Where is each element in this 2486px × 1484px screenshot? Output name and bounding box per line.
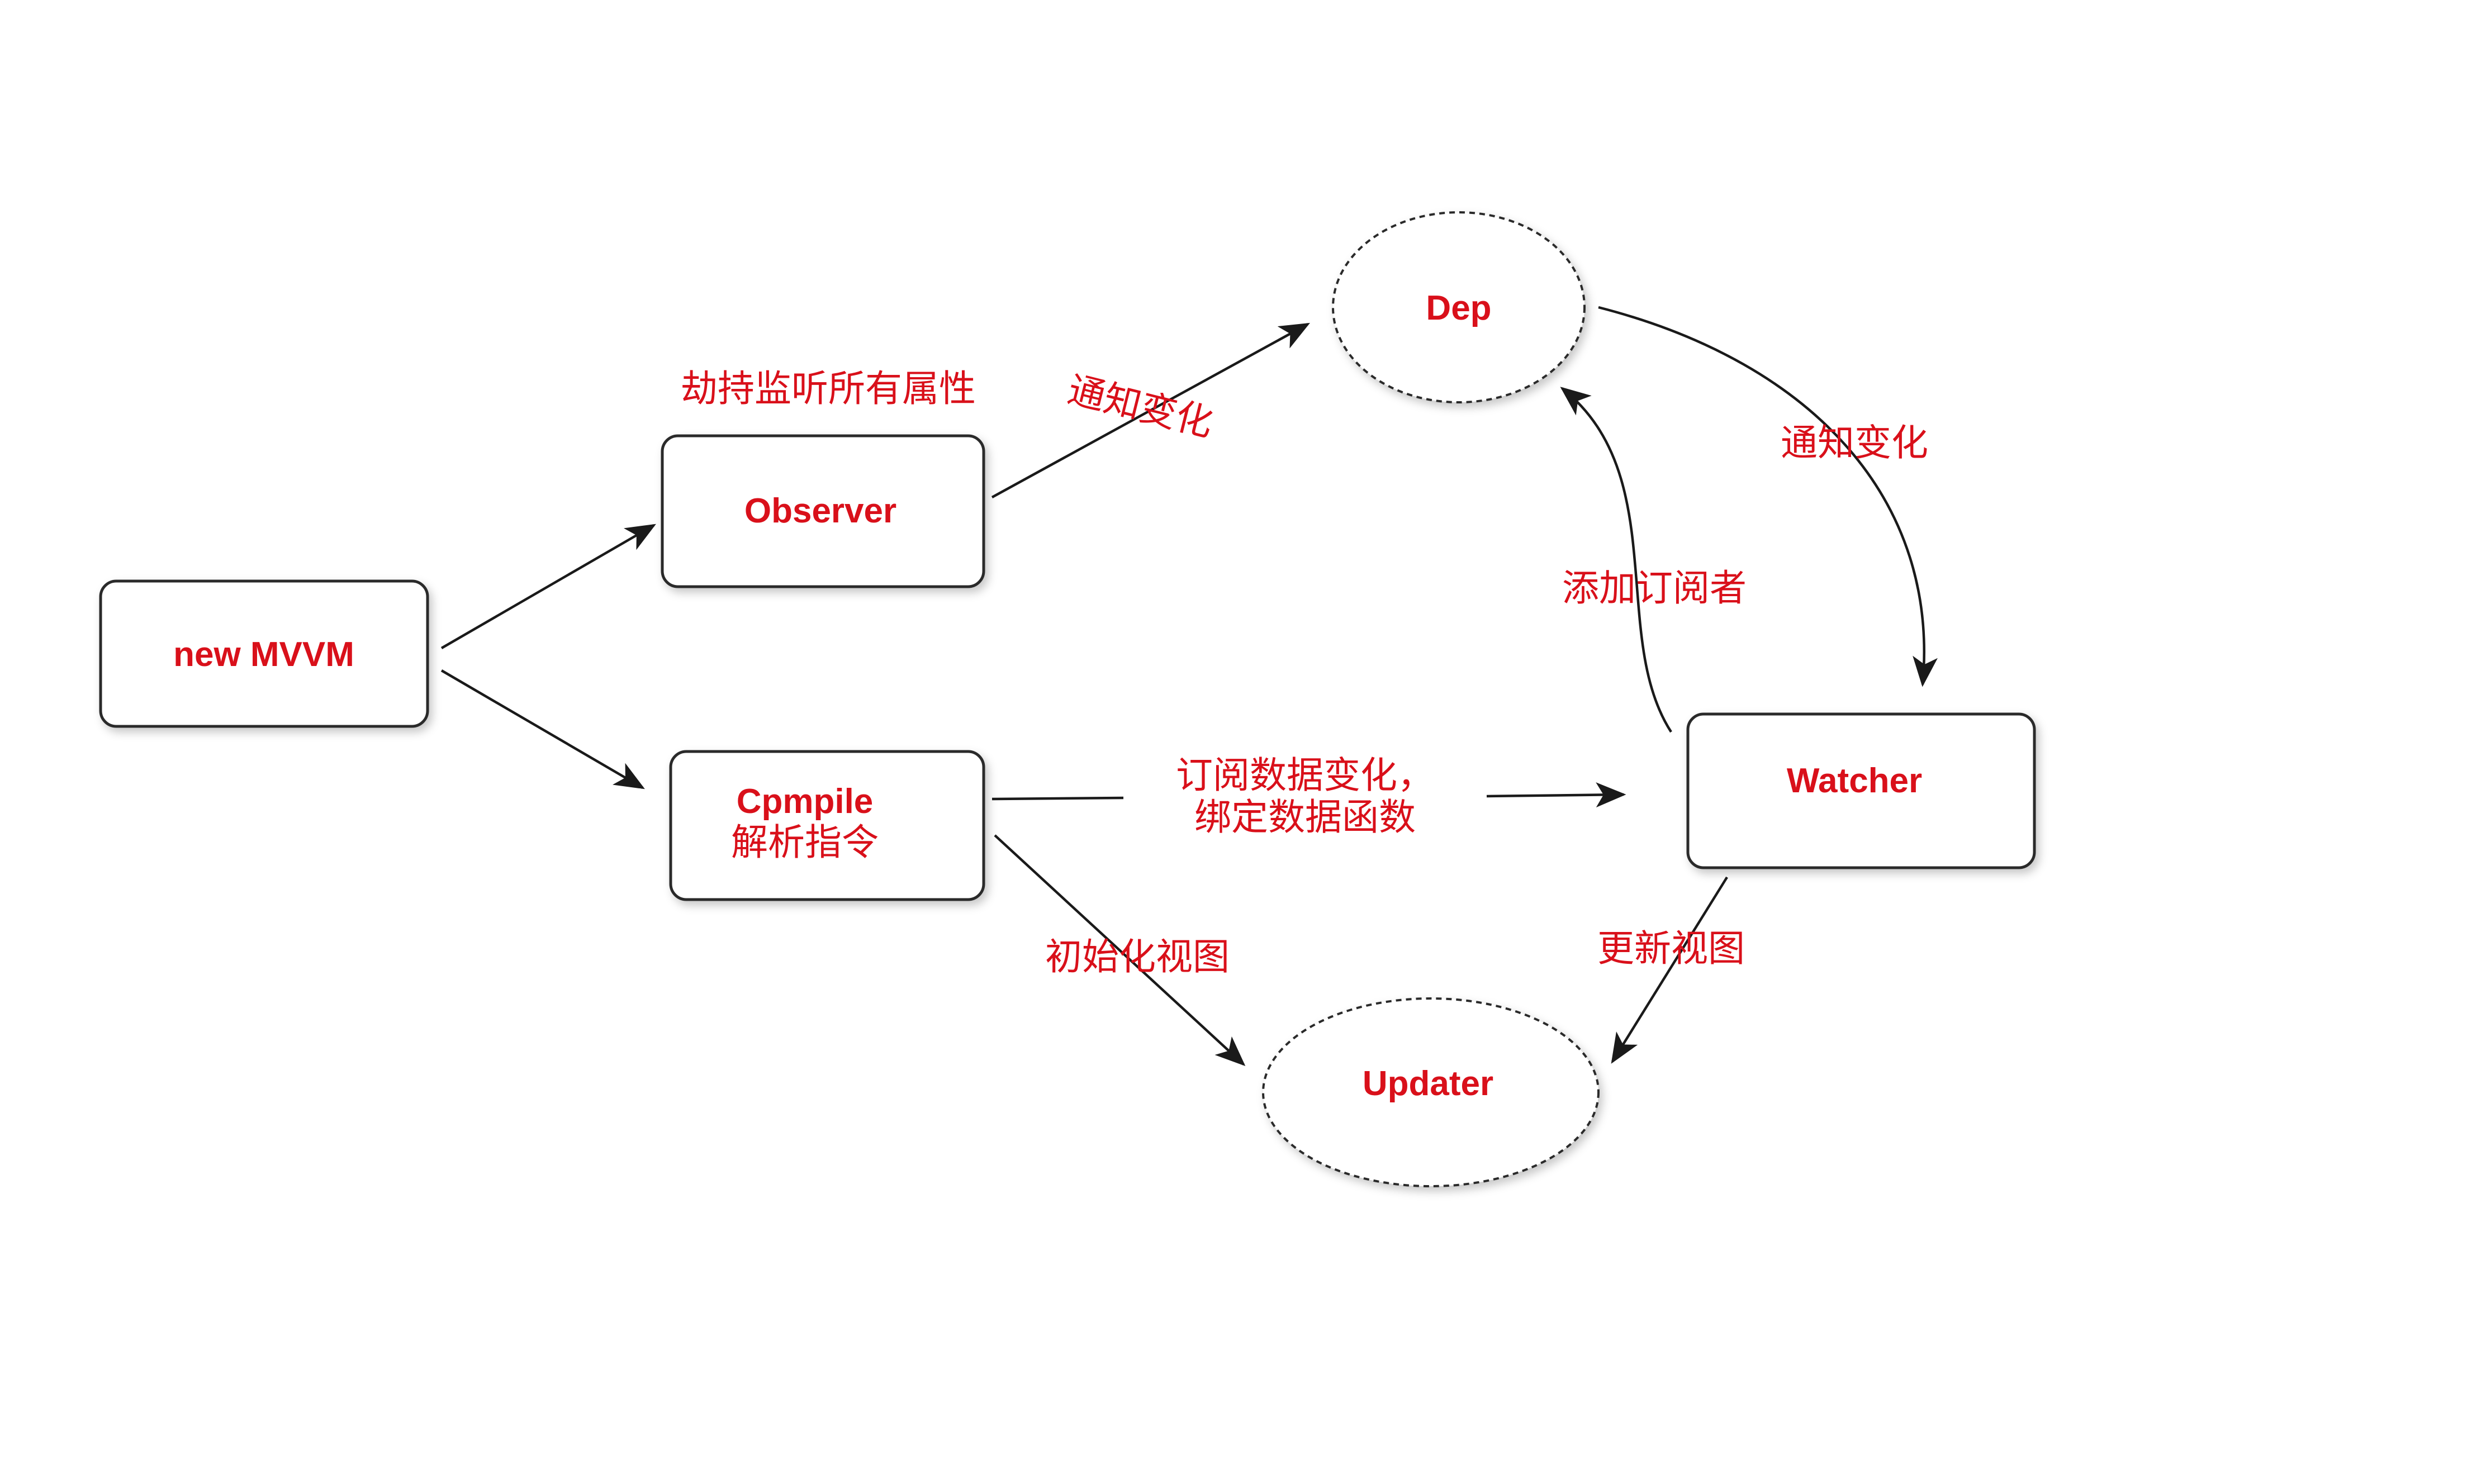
node-compile: Cpmpile 解析指令 bbox=[669, 750, 985, 901]
arrow-watcher-to-dep bbox=[1560, 387, 1672, 733]
node-compile-sublabel: 解析指令 bbox=[731, 821, 879, 864]
node-watcher: Watcher bbox=[1686, 712, 2036, 869]
label-observer-caption: 劫持监听所有属性 bbox=[681, 367, 976, 410]
node-updater-label: Updater bbox=[1363, 1064, 1493, 1103]
arrow-mvvm-to-observer bbox=[440, 524, 656, 649]
node-dep-label: Dep bbox=[1426, 289, 1491, 327]
node-dep: Dep bbox=[1332, 211, 1586, 403]
arrow-compile-to-watcher bbox=[1486, 782, 1626, 808]
label-compile-to-watcher-line1: 订阅数据变化， bbox=[1176, 754, 1434, 797]
node-watcher-label: Watcher bbox=[1787, 762, 1922, 800]
node-observer-label: Observer bbox=[744, 492, 896, 530]
node-new-mvvm: new MVVM bbox=[99, 579, 429, 728]
label-watcher-to-updater: 更新视图 bbox=[1597, 927, 1745, 970]
node-compile-label: Cpmpile bbox=[737, 782, 874, 821]
arrow-observer-to-dep bbox=[991, 322, 1310, 498]
label-watcher-to-dep: 添加订阅者 bbox=[1562, 567, 1747, 610]
arrow-watcher-to-updater bbox=[1611, 876, 1728, 1064]
arrow-mvvm-to-compile bbox=[440, 669, 645, 789]
label-compile-to-updater: 初始化视图 bbox=[1045, 935, 1230, 978]
node-observer: Observer bbox=[661, 434, 985, 588]
arrow-dep-to-watcher bbox=[1598, 306, 1938, 687]
node-new-mvvm-label: new MVVM bbox=[173, 635, 354, 674]
node-updater: Updater bbox=[1262, 997, 1600, 1187]
label-dep-to-watcher: 通知变化 bbox=[1781, 421, 1928, 464]
label-compile-to-watcher-line2: 绑定数据函数 bbox=[1194, 796, 1416, 839]
label-observer-to-dep: 通知变化 bbox=[1064, 368, 1217, 445]
arrow-compile-to-watcher-segment bbox=[991, 796, 1124, 801]
arrow-compile-to-updater bbox=[994, 834, 1246, 1067]
